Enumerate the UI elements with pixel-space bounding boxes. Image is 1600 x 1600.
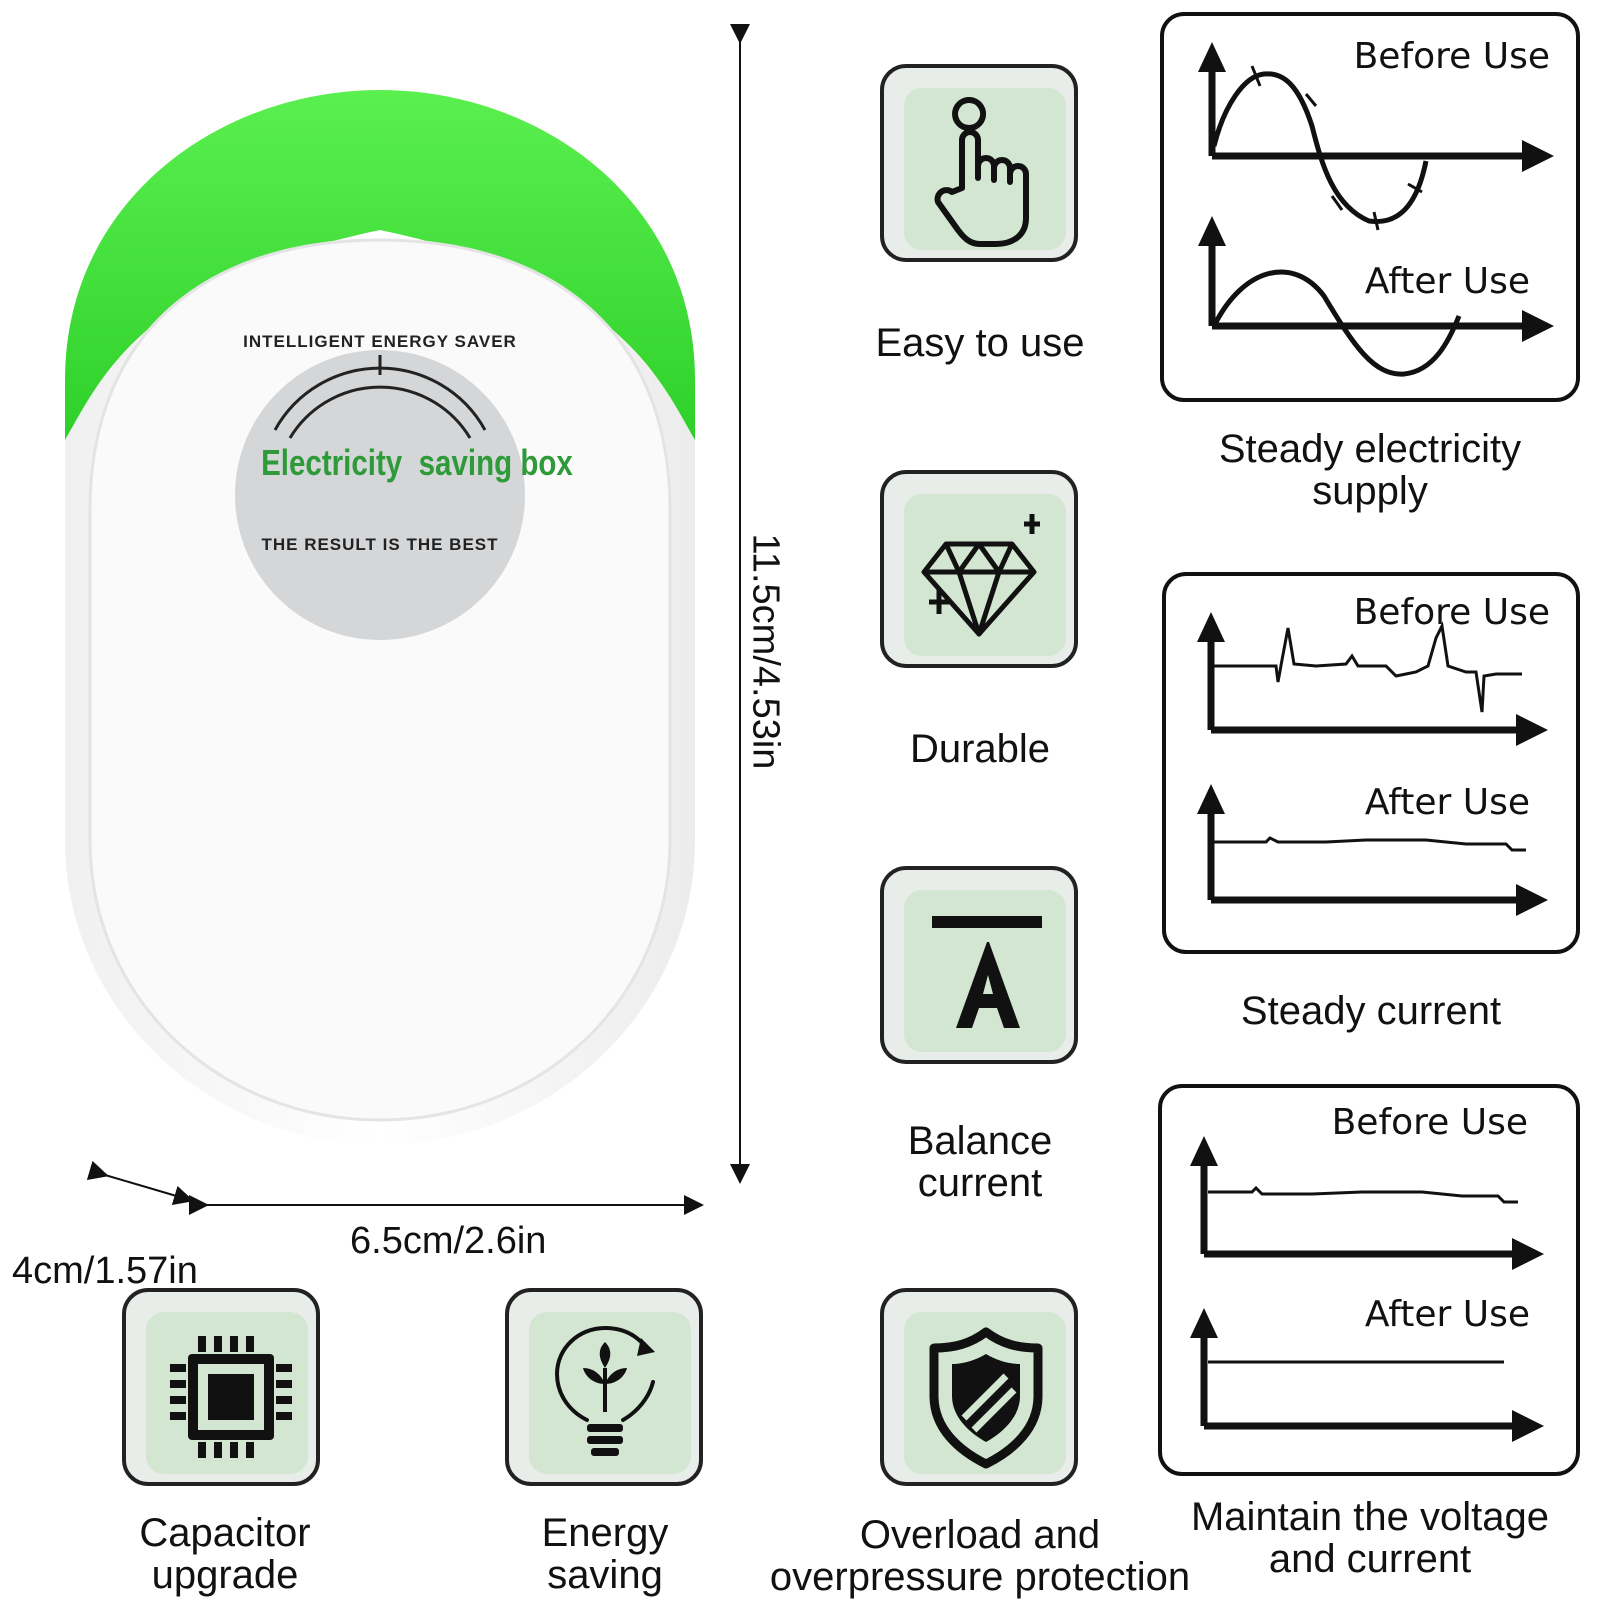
feature-overload-protection-tile — [880, 1288, 1078, 1486]
feature-durable-tile — [880, 470, 1078, 668]
product-badge: INTELLIGENT ENERGY SAVER Electricity sav… — [235, 332, 573, 640]
product-device — [60, 80, 700, 1150]
graph3-before-label: Before Use — [1331, 1102, 1528, 1143]
height-dimension: 11.5cm/4.53in — [744, 533, 787, 770]
feature-energy-saving-tile — [505, 1288, 703, 1486]
dimension-arrows — [86, 24, 750, 1215]
badge-bottom-text: THE RESULT IS THE BEST — [261, 535, 499, 554]
graph3-caption: Maintain the voltage and current — [1190, 1495, 1549, 1581]
graph-steady-supply: Before Use After Use — [1160, 12, 1580, 402]
feature-capacitor-upgrade-tile — [122, 1288, 320, 1486]
voltage-graph — [1190, 1136, 1544, 1442]
graph3-after-label: After Use — [1364, 1294, 1530, 1335]
shield-icon — [929, 1327, 1043, 1469]
diamond-icon — [921, 514, 1040, 637]
chip-icon — [170, 1336, 292, 1458]
graph2-caption: Steady current — [1240, 989, 1502, 1033]
graph1-caption: Steady electricity supply — [1218, 427, 1522, 513]
sine-wave-graph — [1198, 42, 1554, 377]
feature-balance-current-tile — [880, 866, 1078, 1064]
feature-balance-current-label: Balance current — [907, 1119, 1053, 1205]
feature-easy-to-use-tile — [880, 64, 1078, 262]
graph1-after-label: After Use — [1364, 261, 1530, 302]
device-illustration — [65, 90, 695, 1145]
current-a-icon — [932, 916, 1042, 1028]
width-dimension: 6.5cm/2.6in — [350, 1220, 547, 1262]
badge-middle-text: Electricity saving box — [261, 442, 573, 483]
feature-overload-protection-label: Overload and overpressure protection — [769, 1513, 1191, 1599]
feature-energy-saving-label: Energy saving — [541, 1511, 669, 1597]
graph2-before-label: Before Use — [1353, 592, 1550, 633]
feature-capacitor-upgrade-label: Capacitor upgrade — [139, 1511, 311, 1597]
eco-bulb-icon — [554, 1325, 655, 1456]
feature-easy-to-use-label: Easy to use — [875, 321, 1085, 365]
current-graph — [1197, 612, 1548, 916]
feature-durable-label: Durable — [909, 727, 1051, 771]
pointing-hand-icon — [934, 97, 1029, 247]
badge-top-text: INTELLIGENT ENERGY SAVER — [243, 332, 517, 351]
graph-steady-current: Before Use After Use — [1162, 572, 1580, 954]
badge-arc-icon — [273, 355, 487, 439]
graph2-after-label: After Use — [1364, 782, 1530, 823]
graph1-before-label: Before Use — [1353, 36, 1550, 77]
depth-dimension: 4cm/1.57in — [12, 1250, 198, 1292]
graph-maintain-voltage: Before Use After Use — [1158, 1084, 1580, 1476]
